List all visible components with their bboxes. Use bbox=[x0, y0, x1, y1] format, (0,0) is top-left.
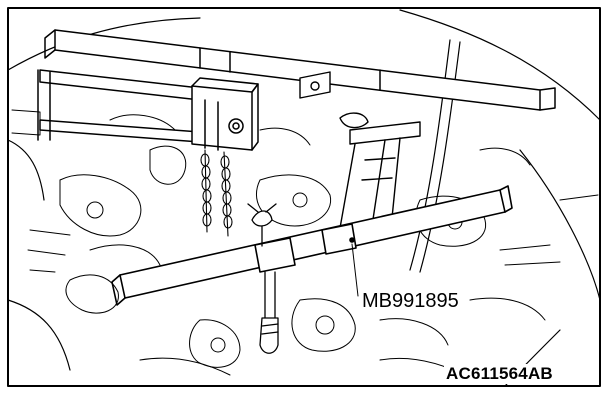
lower-support-beam bbox=[111, 185, 513, 306]
center-bracket bbox=[299, 71, 421, 229]
lifting-chain bbox=[200, 149, 233, 237]
car-body-outline bbox=[7, 9, 601, 387]
engine-components bbox=[11, 109, 599, 379]
tool-callout-label: MB991895 bbox=[360, 290, 461, 312]
figure-code-label: AC611564AB bbox=[444, 364, 555, 384]
wing-nut-assembly bbox=[247, 203, 279, 354]
callout-leader bbox=[351, 243, 359, 297]
figure-border bbox=[7, 7, 601, 387]
rear-support-beam bbox=[37, 69, 201, 143]
upper-support-beam bbox=[44, 29, 556, 111]
hanger-block bbox=[191, 77, 259, 151]
